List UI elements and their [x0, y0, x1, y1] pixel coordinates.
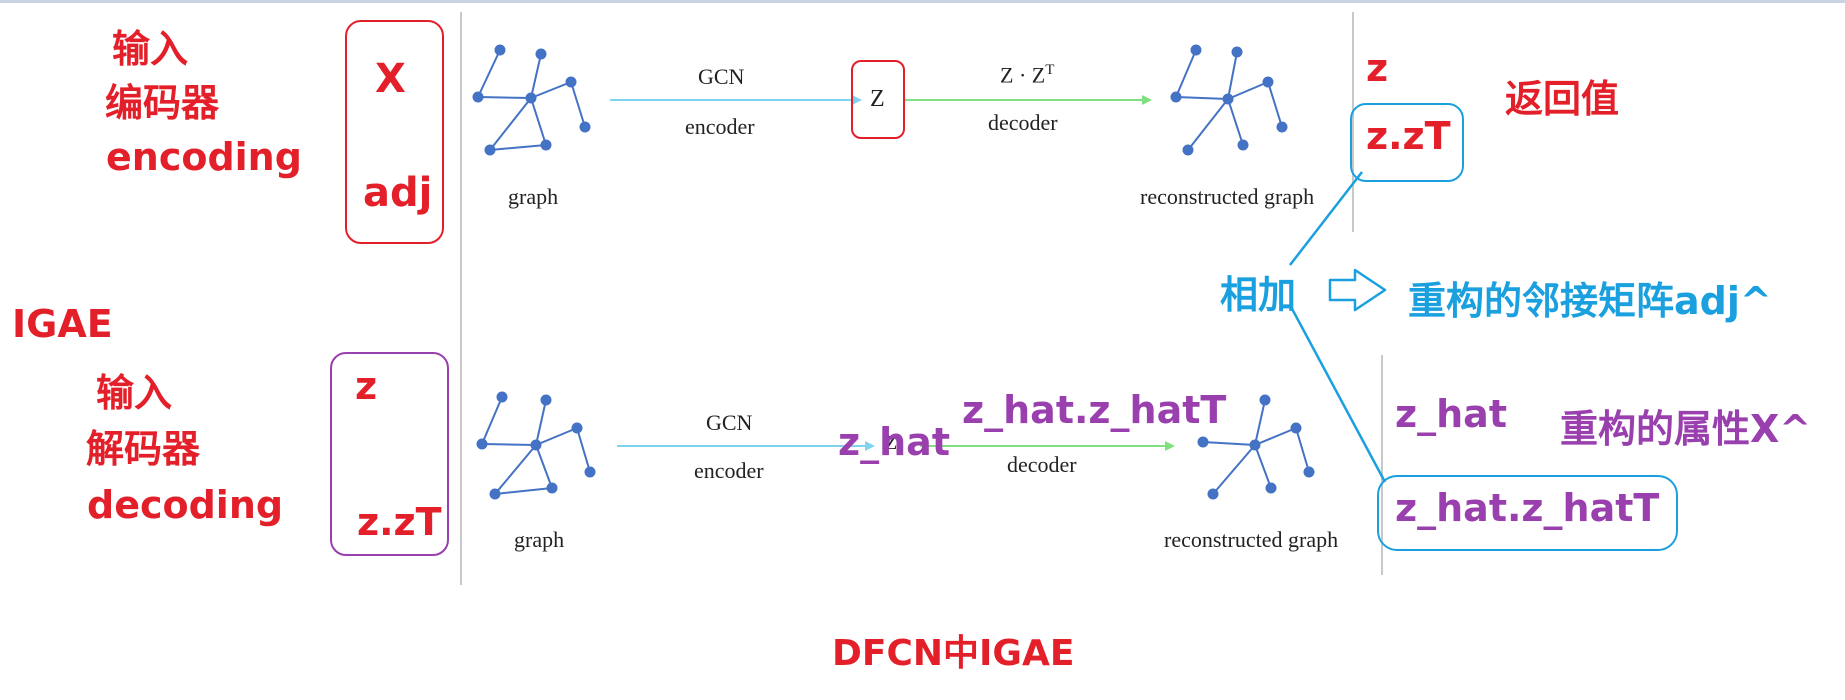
top-reconstructed-label: reconstructed graph: [1140, 184, 1315, 209]
zzt-output-box: [1350, 103, 1464, 182]
network-graph-icon: [1170, 44, 1288, 156]
connector-bottom: [1288, 304, 1387, 483]
decoder-formula-main: Z · Z: [1000, 62, 1046, 88]
out-z-label: z: [1366, 46, 1389, 90]
network-graph-icon: [476, 391, 596, 500]
igae-label: IGAE: [12, 302, 113, 346]
decoder-formula-superscript: T: [1045, 62, 1055, 78]
top-encoder-label: 编码器: [105, 81, 220, 125]
bottom-z-label: z: [355, 364, 378, 408]
decoder-formula: Z · ZT: [1000, 62, 1054, 88]
top-input-box: [345, 20, 444, 244]
top-input-label: 输入: [112, 27, 189, 71]
sum-result-label: 重构的邻接矩阵adj^: [1408, 279, 1772, 323]
z-hat-node-ghost: Z: [885, 432, 898, 454]
zhat-product-output-box: [1377, 475, 1678, 551]
top-encoder-word: encoder: [685, 114, 755, 139]
out-z-hat-label: z_hat: [1395, 392, 1507, 436]
bottom-input-label: 输入: [96, 371, 173, 415]
hollow-right-arrow-icon: [1328, 268, 1387, 312]
bottom-decoder-label: 解码器: [86, 427, 201, 471]
top-encoding-label: encoding: [106, 135, 302, 179]
z-hat-node-label: z_hat: [838, 420, 950, 464]
bottom-zzt-label: z.zT: [357, 500, 442, 544]
network-graph-icon: [1197, 394, 1315, 500]
out-attr-label: 重构的属性X^: [1560, 407, 1812, 451]
top-graph-label: graph: [508, 184, 559, 209]
out-z-hat-product-label: z_hat.z_hatT: [1395, 486, 1660, 530]
z-hat-product-label: z_hat.z_hatT: [962, 388, 1227, 432]
adj-label: adj: [363, 170, 433, 216]
out-zzt-label: z.zT: [1366, 114, 1451, 158]
return-value-label: 返回值: [1505, 77, 1620, 121]
bottom-input-box: [330, 352, 449, 556]
caption: DFCN中IGAE: [832, 633, 1075, 674]
bottom-graph-label: graph: [514, 527, 565, 552]
network-graph-icon: [472, 44, 591, 156]
top-decoder-word: decoder: [988, 110, 1058, 135]
top-border: [0, 0, 1845, 3]
connector-top: [1289, 171, 1363, 266]
z-node-box: [851, 60, 905, 139]
bottom-gcn-label: GCN: [706, 410, 753, 435]
bottom-reconstructed-label: reconstructed graph: [1164, 527, 1339, 552]
top-gcn-label: GCN: [698, 64, 745, 89]
bottom-decoding-label: decoding: [87, 483, 284, 527]
bottom-encoder-word: encoder: [694, 458, 764, 483]
sum-label: 相加: [1220, 273, 1297, 317]
x-label: X: [375, 56, 406, 102]
z-node-label: Z: [870, 86, 885, 112]
bottom-decoder-word: decoder: [1007, 452, 1077, 477]
